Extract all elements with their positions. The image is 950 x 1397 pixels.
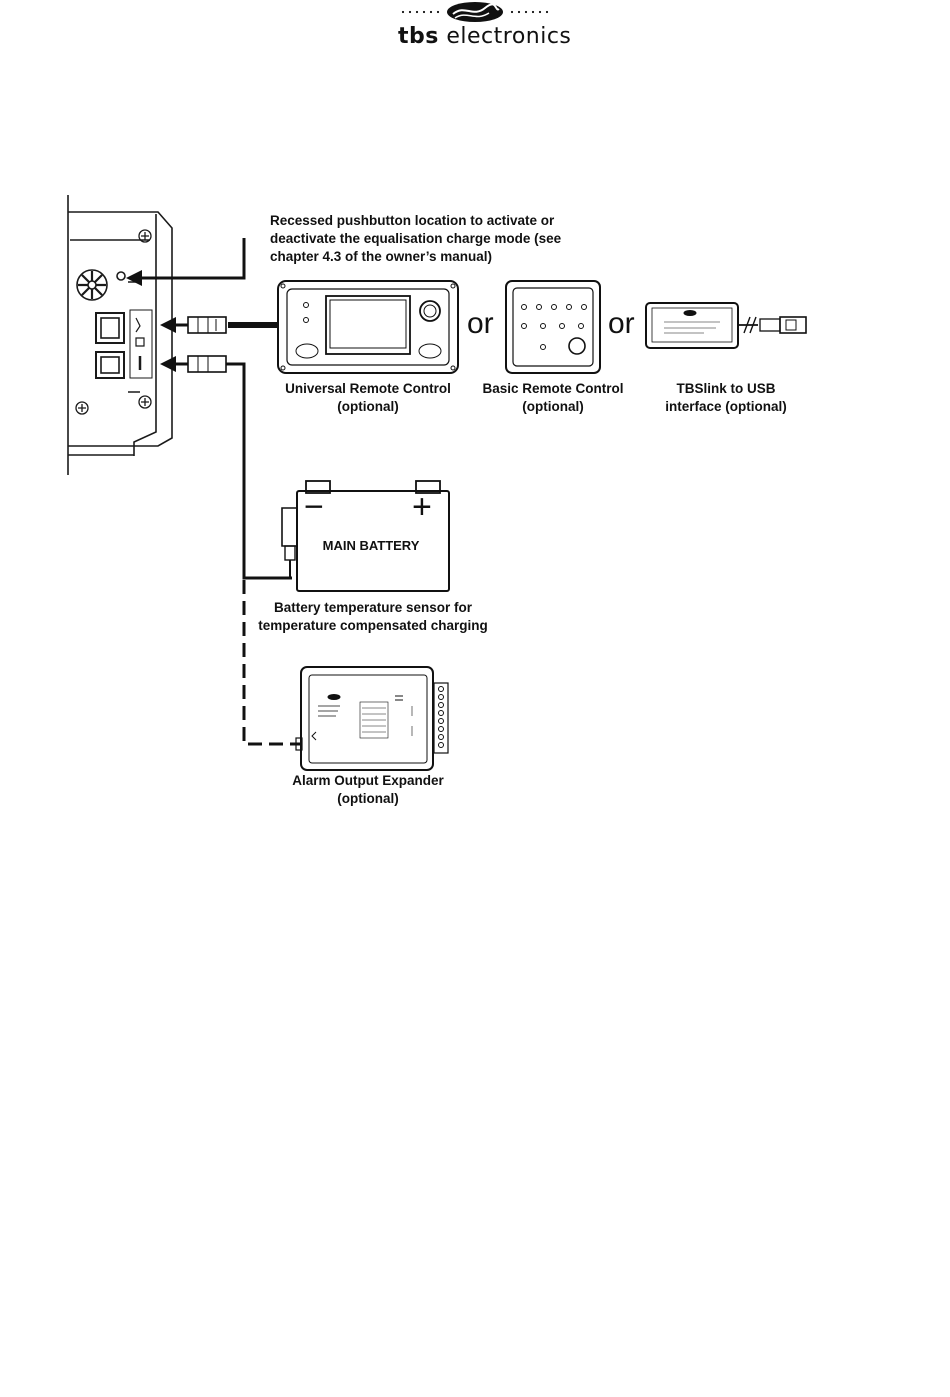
rj-ports [95, 312, 125, 379]
sensor-cable [160, 355, 300, 746]
charger-panel [67, 195, 173, 475]
or-label-1: or [467, 307, 494, 340]
tbslink-drawing [645, 302, 807, 349]
or-label-2: or [608, 307, 635, 340]
note-line-3: chapter 4.3 of the owner’s manual) [270, 249, 493, 264]
remote-cable [160, 316, 278, 334]
alarm-expander-drawing [295, 666, 449, 771]
note-line-2: deactivate the equalisation charge mode … [270, 231, 562, 246]
panel-screws [75, 229, 152, 415]
pushbutton-arrow [126, 238, 246, 286]
universal-remote-caption: Universal Remote Control (optional) [285, 381, 451, 414]
note-line-1: Recessed pushbutton location to activate… [270, 213, 555, 228]
battery-label: MAIN BATTERY [322, 538, 420, 553]
battery-sensor-caption: Battery temperature sensor for temperatu… [258, 600, 488, 633]
tbs-logo [401, 2, 549, 22]
universal-remote-drawing [277, 280, 459, 374]
alarm-expander-caption: Alarm Output Expander (optional) [292, 773, 444, 806]
basic-remote-caption: Basic Remote Control (optional) [482, 381, 624, 414]
basic-remote-drawing [505, 280, 601, 374]
battery-drawing [281, 480, 450, 592]
battery-plus: + [412, 488, 432, 526]
battery-minus: − [304, 488, 324, 526]
pushbutton-note: Recessed pushbutton location to activate… [270, 212, 561, 266]
pushbutton-recess [76, 269, 126, 301]
tbslink-caption: TBSlink to USB interface (optional) [665, 381, 787, 414]
brand-name: tbs electronics [398, 24, 572, 49]
